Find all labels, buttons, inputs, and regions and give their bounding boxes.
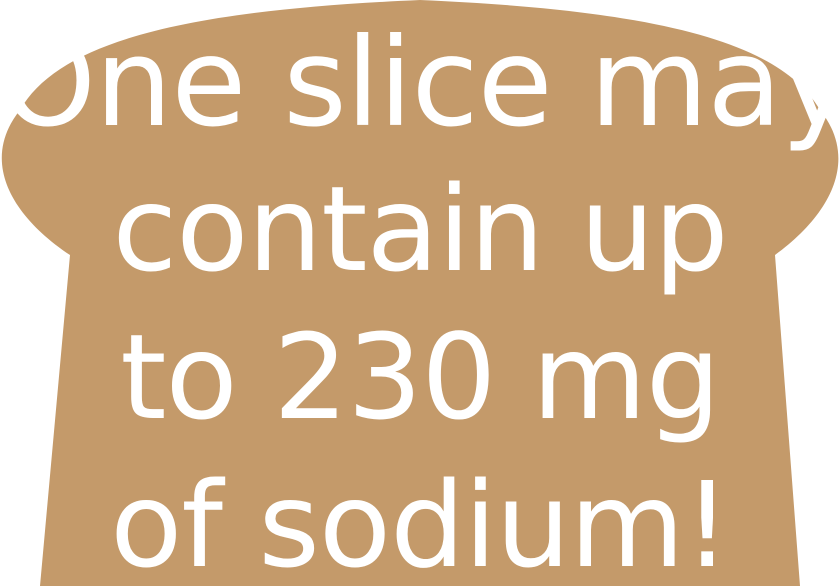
message-line-1: One slice may [0, 12, 840, 154]
message-line-4: of sodium! [110, 456, 731, 586]
message-line-3: to 230 mg [120, 308, 721, 446]
message-line-2: contain up [112, 160, 728, 298]
